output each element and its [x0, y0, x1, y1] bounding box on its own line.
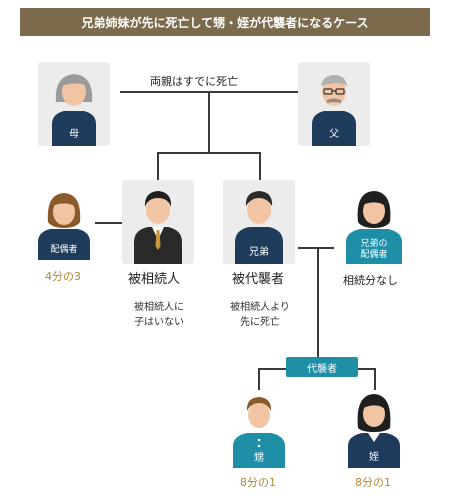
sibling-label: 被代襲者: [232, 272, 285, 287]
niece-share: 8分の1: [355, 476, 391, 489]
spouse-connector: [95, 222, 122, 224]
mother-card: 母: [38, 62, 110, 146]
niece-drop-line: [374, 368, 376, 390]
sibling-spouse-icon: 兄弟の 配偶者: [346, 191, 402, 264]
father-card: 父: [298, 62, 370, 146]
sibling-note-line1: 被相続人より: [230, 302, 290, 313]
children-bar: [157, 152, 260, 154]
father-badge: 父: [329, 128, 339, 140]
mother-badge: 母: [69, 128, 79, 140]
banner-title: 兄弟姉妹が先に死亡して甥・姪が代襲者になるケース: [81, 15, 369, 30]
sibling-spouse-badge-line1: 兄弟の: [360, 237, 387, 249]
sibling-spouse-connector: [298, 247, 334, 249]
sibling-drop-line: [259, 152, 261, 180]
niece-badge: 姪: [369, 450, 379, 463]
title-banner: 兄弟姉妹が先に死亡して甥・姪が代襲者になるケース: [20, 8, 430, 36]
nephew-icon: 甥: [233, 397, 285, 468]
heir-icon: [134, 191, 182, 264]
heir-note: 被相続人に 子はいない: [118, 300, 200, 330]
substitute-badge: 代襲者: [286, 357, 358, 377]
nephew-drop-line: [258, 368, 260, 390]
sibling-spouse-share: 相続分なし: [343, 274, 398, 287]
sibling-card: 兄弟: [223, 180, 295, 264]
sibling-descendant-line: [317, 247, 319, 369]
nephew-badge: 甥: [254, 452, 264, 464]
spouse-share: 4分の3: [45, 270, 81, 283]
nephew-share: 8分の1: [240, 476, 276, 489]
parents-drop-line: [208, 91, 210, 153]
heir-label: 被相続人: [128, 272, 181, 287]
niece-icon: 姪: [348, 394, 400, 468]
sibling-note: 被相続人より 先に死亡: [214, 300, 306, 330]
spouse-icon: 配偶者: [38, 193, 90, 260]
heir-note-line2: 子はいない: [134, 317, 184, 328]
mother-icon: 母: [52, 74, 96, 146]
sibling-note-line2: 先に死亡: [240, 317, 280, 328]
sibling-badge: 兄弟: [249, 246, 269, 258]
heir-drop-line: [157, 152, 159, 180]
sibling-icon: 兄弟: [235, 191, 283, 264]
substitute-label: 代襲者: [307, 363, 337, 375]
sibling-spouse-badge-line2: 配偶者: [360, 248, 387, 260]
spouse-badge: 配偶者: [50, 243, 77, 255]
parents-label: 両親はすでに死亡: [150, 75, 239, 88]
father-icon: 父: [312, 75, 356, 146]
heir-card: [122, 180, 194, 264]
heir-note-line1: 被相続人に: [134, 302, 184, 313]
